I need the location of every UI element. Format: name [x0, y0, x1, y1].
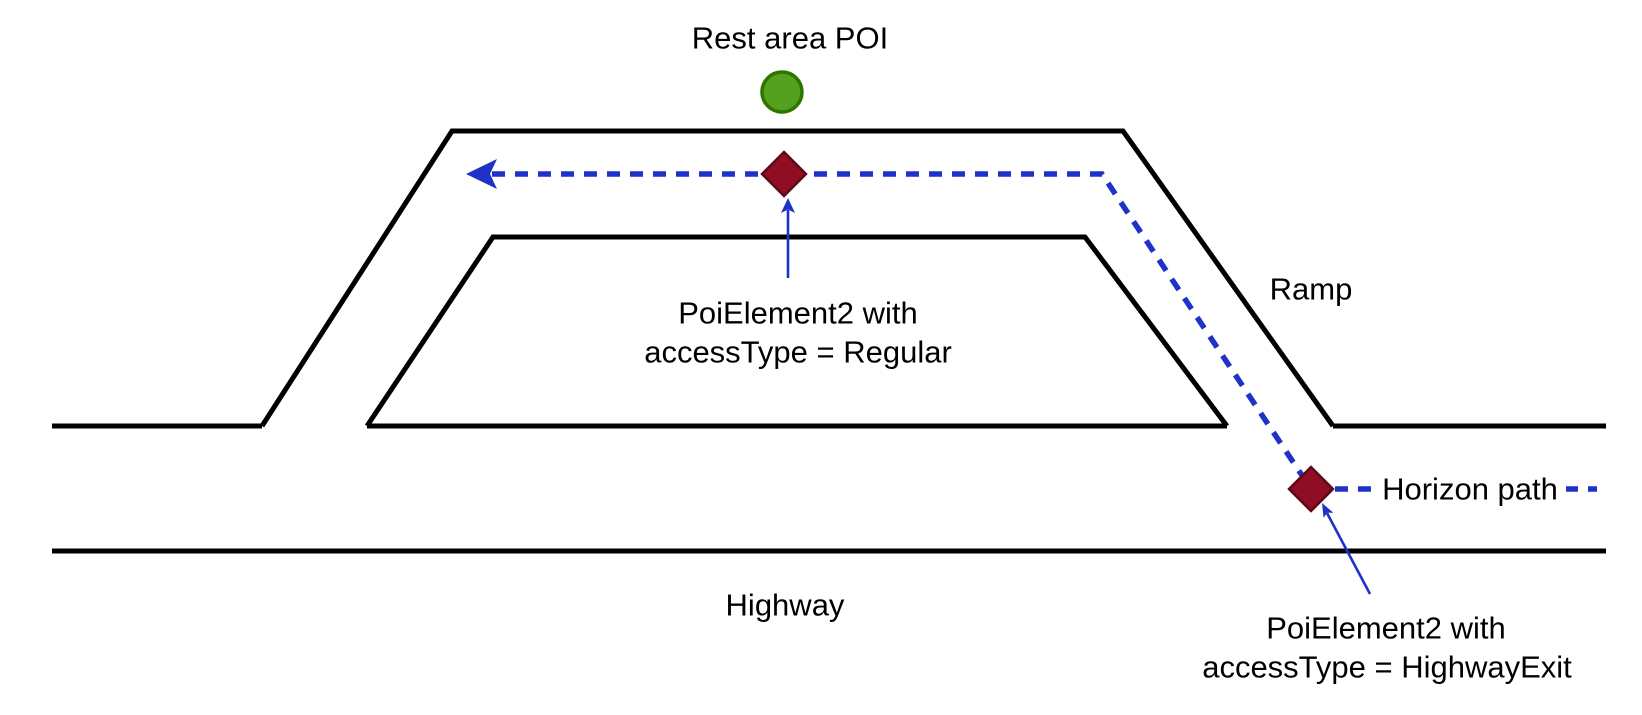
poi-highway-exit-label-line2: accessType = HighwayExit	[1202, 650, 1572, 685]
highway-label: Highway	[726, 588, 845, 623]
horizon-path-arrowhead-icon	[466, 159, 497, 189]
poi-marker-regular	[760, 150, 808, 198]
poi-regular-label-line1: PoiElement2 with	[678, 296, 918, 331]
horizon-path-label-background	[1376, 470, 1566, 508]
callout-arrow-highway-exit	[1325, 512, 1372, 595]
horizon-path-line	[492, 171, 1597, 492]
horizon-path-label: Horizon path	[1382, 472, 1558, 507]
poi-highway-exit-label-line1: PoiElement2 with	[1266, 611, 1506, 646]
poi-marker-highway-exit	[1287, 465, 1335, 513]
ramp-label: Ramp	[1270, 272, 1353, 307]
rest-area-poi-dot	[760, 70, 804, 114]
callout-arrowhead-highway-exit-icon	[1322, 503, 1334, 518]
rest-area-poi-label: Rest area POI	[692, 21, 888, 56]
callout-arrowhead-regular-icon	[781, 198, 795, 213]
ramp-outer-edge	[259, 128, 1336, 428]
ramp-inner-edge	[364, 234, 1229, 428]
poi-regular-label-line2: accessType = Regular	[644, 335, 952, 370]
